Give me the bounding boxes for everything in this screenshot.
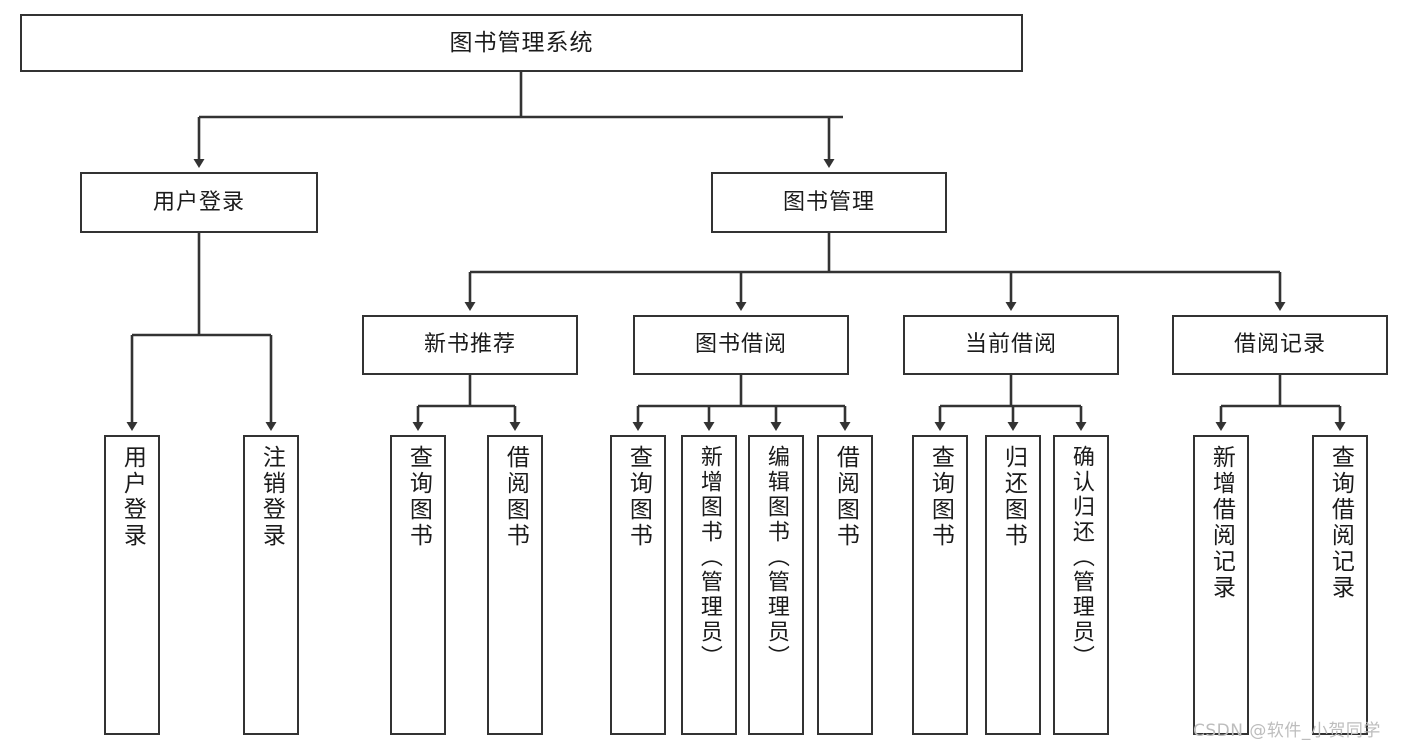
node-current-borrow-label: 当前借阅 [964, 332, 1057, 358]
node-root-label: 图书管理系统 [449, 29, 594, 56]
node-borrow-record-label: 借阅记录 [1233, 332, 1326, 358]
node-leaf-add-record-label: 新增借阅记录 [1208, 445, 1235, 601]
node-leaf-query-book-1[interactable]: 查询图书 [390, 435, 446, 735]
node-current-borrow[interactable]: 当前借阅 [903, 315, 1119, 375]
node-root[interactable]: 图书管理系统 [20, 14, 1023, 72]
node-leaf-user-login[interactable]: 用户登录 [104, 435, 160, 735]
node-book-manage-label: 图书管理 [782, 189, 875, 215]
node-leaf-add-book-admin[interactable]: 新增图书（管理员） [681, 435, 737, 735]
node-leaf-query-record[interactable]: 查询借阅记录 [1312, 435, 1368, 735]
node-leaf-query-book-2[interactable]: 查询图书 [610, 435, 666, 735]
node-leaf-logout[interactable]: 注销登录 [243, 435, 299, 735]
node-leaf-borrow-book-2[interactable]: 借阅图书 [817, 435, 873, 735]
node-leaf-add-record[interactable]: 新增借阅记录 [1193, 435, 1249, 735]
node-leaf-query-record-label: 查询借阅记录 [1327, 445, 1354, 601]
node-leaf-logout-label: 注销登录 [258, 445, 285, 549]
node-leaf-borrow-book-1[interactable]: 借阅图书 [487, 435, 543, 735]
node-leaf-query-book-3-label: 查询图书 [927, 445, 954, 549]
node-leaf-return-book[interactable]: 归还图书 [985, 435, 1041, 735]
node-user-login[interactable]: 用户登录 [80, 172, 318, 233]
node-leaf-borrow-book-1-label: 借阅图书 [502, 445, 529, 549]
node-leaf-add-book-admin-label: 新增图书（管理员） [696, 445, 722, 670]
csdn-watermark: CSDN @软件_小贺同学 [1193, 721, 1381, 741]
node-leaf-borrow-book-2-label: 借阅图书 [832, 445, 859, 549]
node-leaf-edit-book-admin-label: 编辑图书（管理员） [763, 445, 789, 670]
node-user-login-label: 用户登录 [152, 189, 245, 215]
node-book-borrow-label: 图书借阅 [694, 332, 787, 358]
node-leaf-edit-book-admin[interactable]: 编辑图书（管理员） [748, 435, 804, 735]
node-new-book-recommend-label: 新书推荐 [423, 332, 516, 358]
node-book-borrow[interactable]: 图书借阅 [633, 315, 849, 375]
node-leaf-confirm-return[interactable]: 确认归还（管理员） [1053, 435, 1109, 735]
node-leaf-user-login-label: 用户登录 [119, 445, 146, 549]
node-new-book-recommend[interactable]: 新书推荐 [362, 315, 578, 375]
node-leaf-query-book-3[interactable]: 查询图书 [912, 435, 968, 735]
node-leaf-query-book-2-label: 查询图书 [625, 445, 652, 549]
node-borrow-record[interactable]: 借阅记录 [1172, 315, 1388, 375]
node-leaf-confirm-return-label: 确认归还（管理员） [1068, 445, 1094, 670]
node-book-manage[interactable]: 图书管理 [711, 172, 947, 233]
node-leaf-return-book-label: 归还图书 [1000, 445, 1027, 549]
node-leaf-query-book-1-label: 查询图书 [405, 445, 432, 549]
